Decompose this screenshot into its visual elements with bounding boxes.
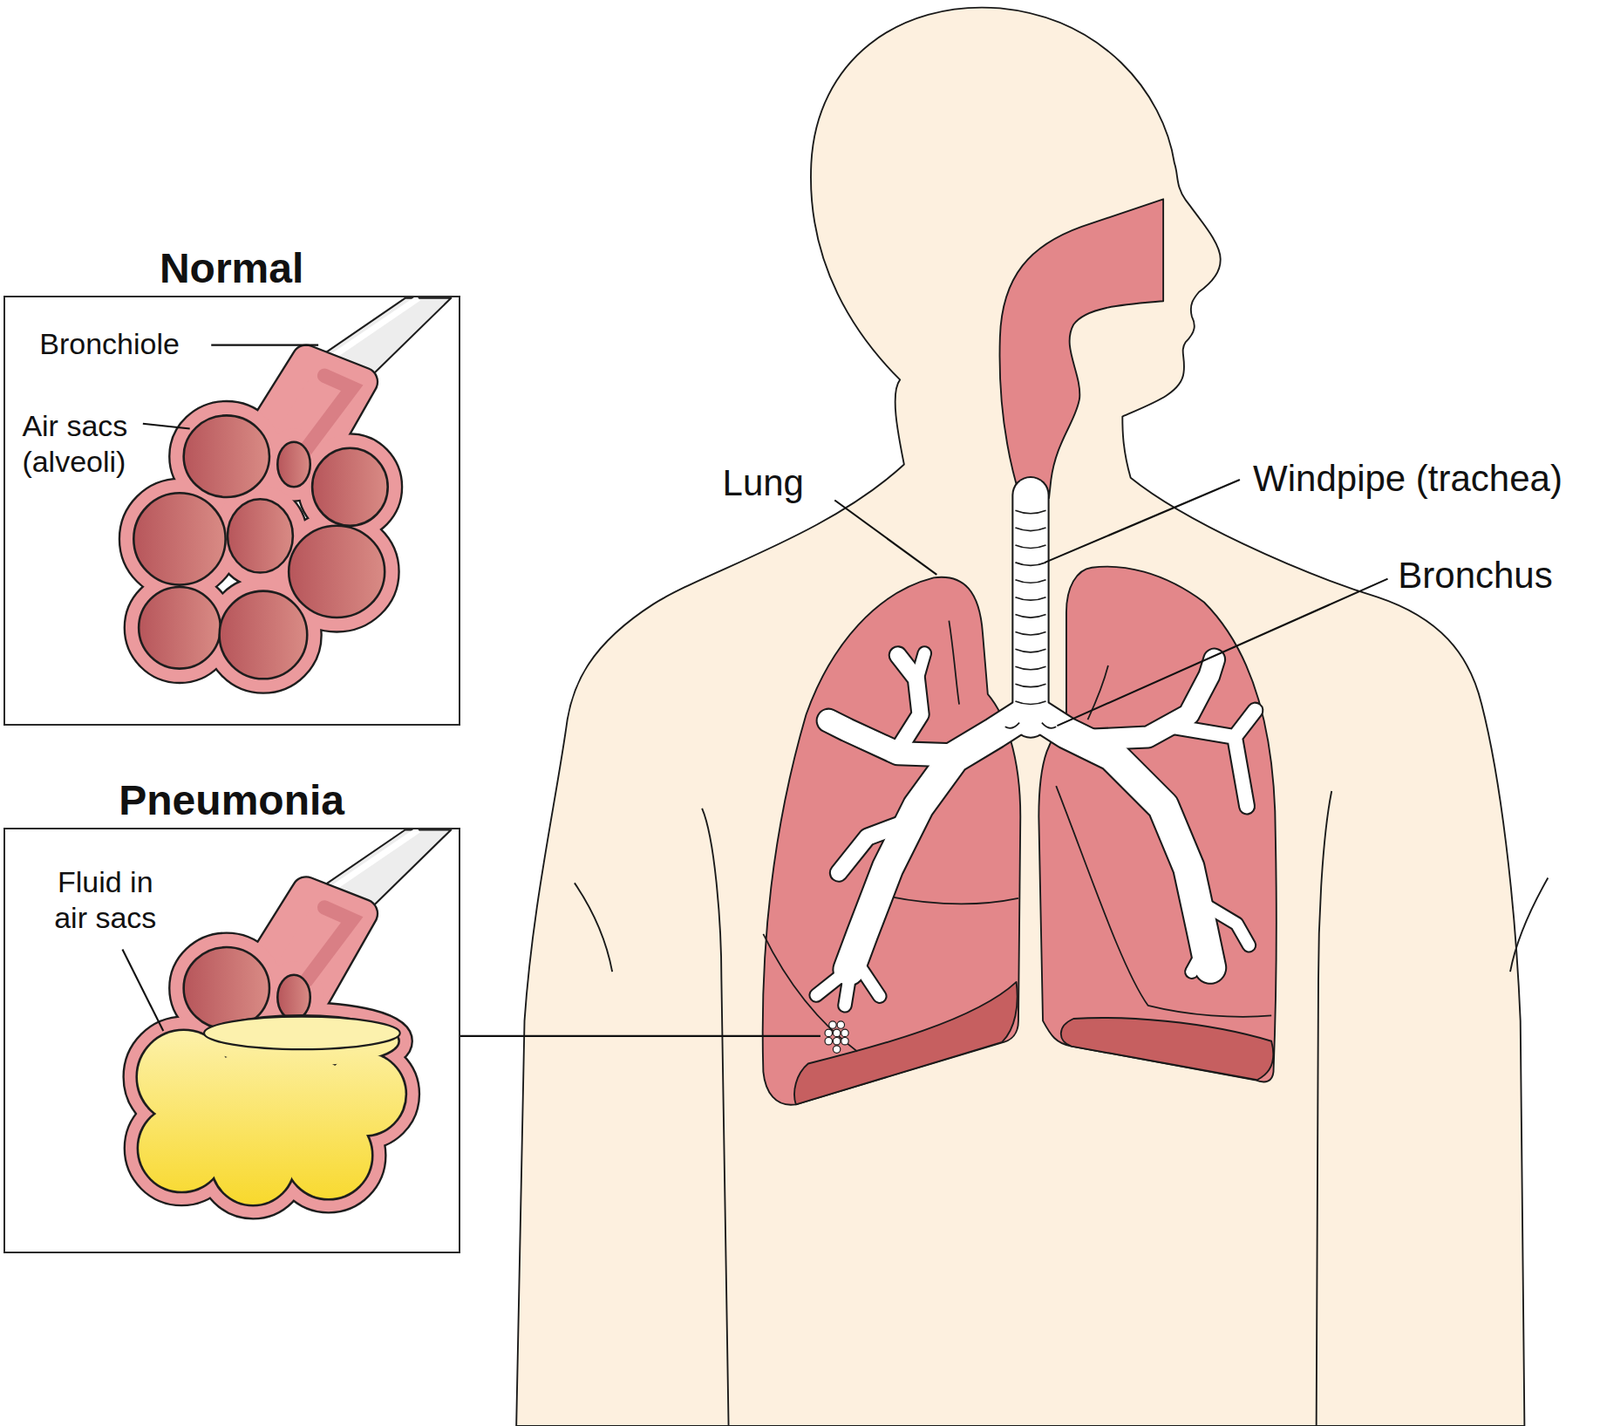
trachea-ring [1014, 701, 1046, 705]
bronchial-tree-outline [816, 495, 1255, 1006]
tube-highlight [328, 829, 419, 891]
trachea-ring [1014, 631, 1046, 635]
inset-link-line [460, 1034, 821, 1037]
upper-airway [999, 198, 1164, 498]
alveolus-dot [824, 1028, 832, 1036]
cluster-wall [137, 1016, 406, 1205]
lung-base [794, 981, 1018, 1104]
fluid-surface [204, 1016, 401, 1049]
panel-heading: Normal [5, 244, 459, 293]
bronchus-outline [1173, 710, 1256, 807]
leader-line [211, 344, 319, 347]
trachea-ring [1014, 666, 1046, 670]
cluster-outline [137, 1016, 406, 1205]
alveolus-dot [832, 1037, 840, 1045]
bronchus [1037, 714, 1211, 967]
cluster-outline [133, 415, 388, 679]
part-label: Air sacs (alveoli) [21, 408, 153, 480]
arm-line [1316, 790, 1333, 1426]
leader-line [834, 499, 937, 574]
bronchus [1173, 710, 1256, 807]
trachea-ring [1014, 544, 1046, 549]
bronchus [1191, 898, 1250, 972]
pneumonia-alveoli-drawing [122, 829, 451, 1204]
normal-alveoli-drawing [133, 298, 451, 680]
panel-heading: Pneumonia [5, 776, 459, 824]
fissure-line [948, 620, 960, 705]
lung-base [1061, 1017, 1274, 1080]
trachea-ring [1041, 722, 1056, 729]
trachea-ring [1014, 562, 1046, 566]
lung-fissures [762, 620, 1272, 1052]
leader-line [1056, 578, 1388, 727]
bronchus [816, 959, 880, 1006]
alveoli-spot [824, 1021, 849, 1054]
bronchus-outline [916, 653, 925, 682]
bronchus-outline [1037, 714, 1211, 967]
alveolus-dot [832, 1045, 840, 1053]
trachea [1013, 495, 1048, 720]
inset-ground [3, 295, 461, 726]
alveolus-dot [829, 1021, 837, 1029]
bronchus-outline [816, 959, 880, 1006]
alveolus-dot [832, 1028, 840, 1036]
trachea-rings [1005, 510, 1057, 729]
tube-highlight [328, 298, 419, 360]
alveolus-dot [837, 1021, 845, 1029]
inset-panel: NormalBronchioleAir sacs (alveoli) [3, 295, 461, 726]
alveolus-dot [841, 1028, 849, 1036]
duct-channel [306, 906, 353, 981]
part-label: Lung [722, 461, 804, 505]
leader-line [1044, 479, 1240, 563]
trachea-ring [1014, 527, 1046, 532]
part-label: Bronchus [1397, 553, 1553, 598]
trachea-outline [1011, 495, 1049, 720]
part-label: Windpipe (trachea) [1252, 456, 1563, 501]
trachea-ring [1014, 614, 1046, 619]
bronchus [916, 653, 925, 682]
alveolus-dot [824, 1037, 832, 1045]
inset-ground [3, 827, 461, 1253]
alveolus-dot [841, 1037, 849, 1045]
arm-line [701, 808, 729, 1426]
inset-panel: PneumoniaFluid in air sacs [3, 827, 461, 1253]
armpit-line [1510, 878, 1548, 973]
leader-line [142, 423, 191, 429]
bronchus [838, 821, 909, 873]
trachea-ring [1014, 597, 1046, 601]
fluid-outline [137, 1016, 406, 1205]
armpit-line [574, 882, 613, 972]
trachea-ring [1005, 722, 1020, 729]
trachea-ring [1014, 683, 1046, 688]
fluid [137, 1016, 406, 1205]
leader-line [122, 948, 164, 1031]
trachea-ring [1014, 579, 1046, 584]
trachea-ring [1014, 510, 1046, 514]
duct-channel [306, 375, 353, 450]
bronchial-tree [816, 495, 1255, 1006]
cluster-wall [133, 415, 388, 679]
body-silhouette [516, 7, 1525, 1426]
fissure-line [887, 896, 1019, 905]
part-label: Bronchiole [39, 326, 180, 362]
alveoli [133, 415, 388, 679]
part-label: Fluid in air sacs [41, 864, 170, 936]
trachea-ring [1014, 648, 1046, 653]
